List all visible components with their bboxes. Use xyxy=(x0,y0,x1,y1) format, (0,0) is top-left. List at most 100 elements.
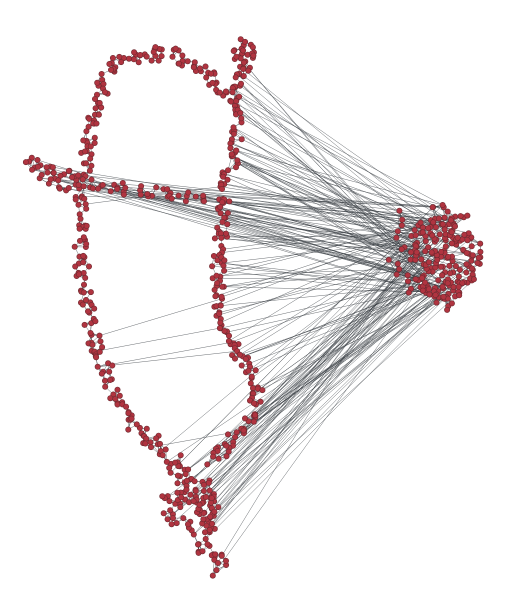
graph-node xyxy=(80,252,87,259)
graph-node xyxy=(172,459,179,466)
graph-node xyxy=(201,198,208,205)
graph-node xyxy=(81,321,88,328)
graph-edge xyxy=(219,231,445,300)
graph-node xyxy=(238,136,245,143)
graph-node xyxy=(236,351,243,358)
graph-node xyxy=(438,248,445,255)
graph-node xyxy=(257,398,264,405)
graph-node xyxy=(97,338,104,345)
graph-node xyxy=(413,249,420,256)
graph-node xyxy=(96,100,103,107)
graph-node xyxy=(464,212,471,219)
graph-node xyxy=(166,464,173,471)
graph-node xyxy=(192,488,199,495)
graph-node xyxy=(439,283,446,290)
graph-node xyxy=(116,53,123,60)
graph-node xyxy=(213,272,220,279)
graph-node xyxy=(125,410,132,417)
graph-node xyxy=(470,276,477,283)
graph-node xyxy=(228,98,235,105)
graph-edge xyxy=(230,143,454,224)
graph-node xyxy=(135,59,142,66)
graph-node xyxy=(172,45,179,52)
graph-edge xyxy=(231,154,427,286)
graph-edge xyxy=(193,239,437,502)
graph-node xyxy=(92,96,99,103)
graph-node xyxy=(219,219,226,226)
graph-node xyxy=(459,280,466,287)
graph-node xyxy=(422,248,429,255)
graph-node xyxy=(191,59,198,66)
graph-node xyxy=(212,551,219,558)
graph-edge xyxy=(206,257,479,520)
graph-node xyxy=(200,516,207,523)
graph-node xyxy=(123,403,130,410)
graph-edge xyxy=(94,327,220,352)
graph-node xyxy=(178,494,185,501)
graph-node xyxy=(435,277,442,284)
graph-node xyxy=(214,257,221,264)
graph-node xyxy=(65,168,72,175)
graph-node xyxy=(455,283,462,290)
graph-node xyxy=(109,54,116,61)
graph-node xyxy=(71,243,78,250)
graph-node xyxy=(407,249,414,256)
graph-node xyxy=(404,272,411,279)
graph-edge xyxy=(241,139,421,223)
graph-edge xyxy=(216,243,453,571)
graph-node xyxy=(72,263,79,270)
graph-edge xyxy=(97,350,238,368)
graph-edge xyxy=(195,279,449,492)
graph-node xyxy=(219,283,226,290)
graph-node xyxy=(396,266,403,273)
graph-node xyxy=(92,105,99,112)
graph-edge xyxy=(237,163,434,208)
graph-edge xyxy=(239,96,443,206)
graph-node xyxy=(232,433,239,440)
graph-node xyxy=(91,140,98,147)
graph-node xyxy=(191,478,198,485)
graph-edge xyxy=(230,100,456,217)
graph-node xyxy=(85,308,92,315)
graph-node xyxy=(202,493,209,500)
graph-node xyxy=(148,57,155,64)
graph-node xyxy=(96,348,103,355)
graph-edge xyxy=(243,68,437,228)
graph-node xyxy=(170,515,177,522)
graph-node xyxy=(430,219,437,226)
graph-edge xyxy=(99,298,223,336)
graph-node xyxy=(230,47,237,54)
graph-node xyxy=(233,98,240,105)
graph-node xyxy=(184,58,191,65)
graph-node xyxy=(89,341,96,348)
graph-node xyxy=(114,401,121,408)
graph-edge xyxy=(172,275,473,515)
graph-edge xyxy=(231,155,427,286)
graph-node xyxy=(454,234,461,241)
graph-node xyxy=(394,260,401,267)
graph-node xyxy=(201,481,208,488)
graph-node xyxy=(83,222,90,229)
graph-node xyxy=(451,223,458,230)
graph-node xyxy=(444,306,451,313)
graph-node xyxy=(112,395,119,402)
graph-node xyxy=(38,171,45,178)
graph-node xyxy=(422,238,429,245)
graph-node xyxy=(242,38,249,45)
graph-node xyxy=(237,110,244,117)
graph-node xyxy=(477,248,484,255)
graph-node xyxy=(439,272,446,279)
graph-node xyxy=(457,213,464,220)
graph-node xyxy=(215,559,222,566)
graph-edge xyxy=(221,238,435,264)
graph-edge xyxy=(231,142,426,237)
graph-node xyxy=(81,148,88,155)
graph-node xyxy=(187,491,194,498)
graph-node xyxy=(456,292,463,299)
graph-node xyxy=(429,232,436,239)
graph-edge xyxy=(97,342,231,368)
graph-node xyxy=(232,355,239,362)
graph-node xyxy=(224,221,231,228)
graph-node xyxy=(88,176,95,183)
graph-node xyxy=(179,52,186,59)
